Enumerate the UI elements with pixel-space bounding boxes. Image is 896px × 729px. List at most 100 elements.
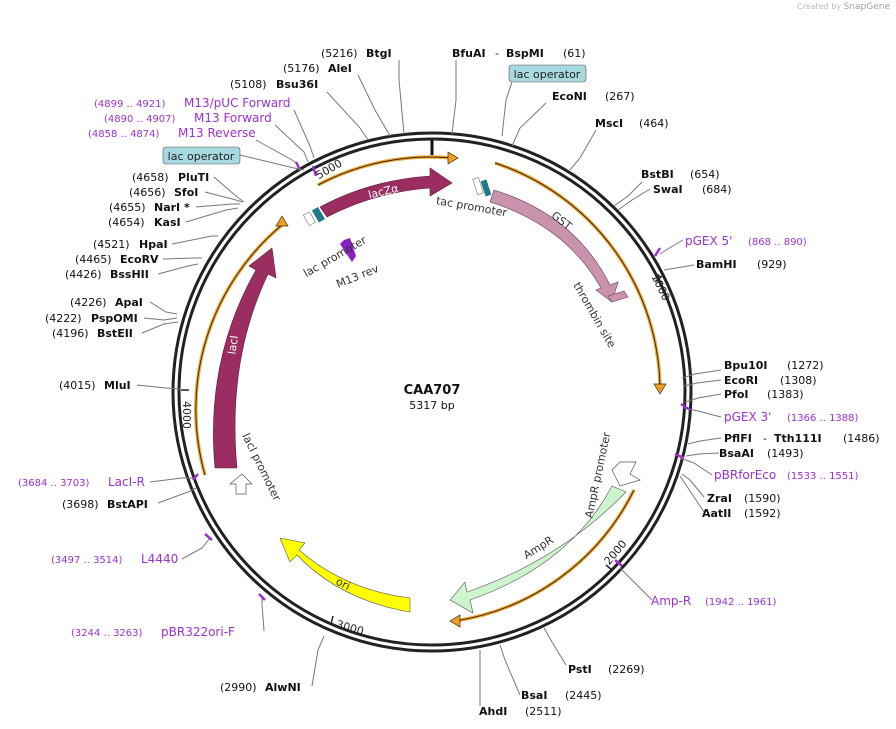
primer-name-pgex5[interactable]: pGEX 5' bbox=[685, 234, 732, 248]
feature-arrow-M13rev[interactable] bbox=[340, 238, 356, 262]
enzyme-name-ecori[interactable]: EcoRI bbox=[724, 374, 758, 387]
enzyme-name-bsai[interactable]: BsaI bbox=[521, 689, 547, 702]
enzyme-name-aatii[interactable]: AatII bbox=[702, 507, 731, 520]
snapgene-watermark: Created by SnapGene bbox=[797, 2, 890, 12]
enzyme-name-mlui[interactable]: MluI bbox=[104, 379, 131, 392]
lac-operator-label-top: lac operator bbox=[514, 68, 581, 81]
enzyme-name-pluti[interactable]: PluTI bbox=[178, 171, 209, 184]
enzyme-pos-bstapi: (3698) bbox=[62, 498, 99, 511]
primer-name-pbrforeco[interactable]: pBRforEco bbox=[714, 468, 776, 482]
watermark-brand: SnapGene bbox=[843, 2, 890, 12]
feature-label-ori: ori bbox=[334, 575, 353, 593]
enzyme-pos-apai: (4226) bbox=[70, 296, 107, 309]
enzyme-pos-pfoi: (1383) bbox=[767, 388, 804, 401]
enzyme-name-ahdi[interactable]: AhdI bbox=[479, 705, 507, 718]
feature-arrow-lac-promoter[interactable] bbox=[311, 206, 325, 223]
primer-name-laci-r[interactable]: LacI-R bbox=[108, 475, 145, 489]
enzyme-name-sfoi[interactable]: SfoI bbox=[174, 186, 198, 199]
primer-name-m13-forward[interactable]: M13 Forward bbox=[194, 111, 272, 125]
enzyme-pos-msci: (464) bbox=[639, 117, 669, 130]
enzyme-name-btgi[interactable]: BtgI bbox=[366, 47, 392, 60]
primer-pos-m13-forward: (4890 .. 4907) bbox=[104, 114, 176, 125]
enzyme-pos-ecorv: (4465) bbox=[75, 253, 112, 266]
primer-name-m13-reverse[interactable]: M13 Reverse bbox=[178, 126, 256, 140]
enzyme-pos-sfoi: (4656) bbox=[129, 186, 166, 199]
primer-pos-pgex5: (868 .. 890) bbox=[748, 237, 807, 248]
backbone-inner bbox=[177, 137, 687, 647]
primer-name-amp-r[interactable]: Amp-R bbox=[651, 594, 691, 608]
enzyme-name-bspmi[interactable]: BspMI bbox=[506, 47, 544, 60]
plasmid-name: CAA707 bbox=[404, 383, 461, 398]
enzyme-name-pspomi[interactable]: PspOMI bbox=[91, 312, 138, 325]
primer-pos-pgex3: (1366 .. 1388) bbox=[787, 413, 859, 424]
feature-arrow-lacI-promoter[interactable] bbox=[229, 473, 253, 495]
primer-pos-pbr322ori-f: (3244 .. 3263) bbox=[71, 628, 143, 639]
primer-name-l4440[interactable]: L4440 bbox=[141, 552, 178, 566]
primer-pos-amp-r: (1942 .. 1961) bbox=[705, 597, 777, 608]
primer-pos-m13puc-forward: (4899 .. 4921) bbox=[94, 99, 166, 110]
enzyme-pos-bfuai: (61) bbox=[563, 47, 586, 60]
enzyme-name-econi[interactable]: EcoNI bbox=[552, 90, 587, 103]
enzyme-pos-bsai: (2445) bbox=[565, 689, 602, 702]
enzyme-pos-econi: (267) bbox=[605, 90, 635, 103]
enzyme-pos-kasi: (4654) bbox=[108, 216, 145, 229]
enzyme-name-bsshii[interactable]: BssHII bbox=[110, 268, 149, 281]
svg-text:-: - bbox=[495, 47, 499, 60]
enzyme-name-bsu36i[interactable]: Bsu36I bbox=[276, 78, 318, 91]
primer-name-m13puc-forward[interactable]: M13/pUC Forward bbox=[184, 96, 291, 110]
primer-name-pbr322ori-f[interactable]: pBR322ori-F bbox=[161, 625, 235, 639]
feature-arrow-tac-promoter[interactable] bbox=[480, 179, 492, 197]
feature-arrow-AmpR[interactable] bbox=[449, 485, 627, 614]
enzyme-pos-pspomi: (4222) bbox=[45, 312, 82, 325]
enzyme-name-msci[interactable]: MscI bbox=[595, 117, 623, 130]
enzyme-name-hpai[interactable]: HpaI bbox=[139, 238, 168, 251]
feature-arrow-AmpR-promoter[interactable] bbox=[611, 461, 641, 487]
enzyme-name-pflfi[interactable]: PflFI bbox=[724, 432, 752, 445]
enzyme-pos-aatii: (1592) bbox=[744, 507, 781, 520]
primer-pos-m13-reverse: (4858 .. 4874) bbox=[88, 129, 160, 140]
lac-operator-box-left[interactable]: lac operator bbox=[162, 146, 241, 165]
enzyme-name-ecorv[interactable]: EcoRV bbox=[120, 253, 159, 266]
enzyme-name-nari[interactable]: NarI * bbox=[154, 201, 190, 214]
enzyme-pos-psti: (2269) bbox=[608, 663, 645, 676]
enzyme-name-bstbi[interactable]: BstBI bbox=[641, 168, 674, 181]
enzyme-name-alei[interactable]: AleI bbox=[328, 62, 352, 75]
enzyme-name-bpu10i[interactable]: Bpu10I bbox=[724, 359, 768, 372]
enzyme-name-bsteii[interactable]: BstEII bbox=[97, 327, 133, 340]
enzyme-name-zrai[interactable]: ZraI bbox=[707, 492, 732, 505]
feature-arrow-thrombin[interactable] bbox=[607, 290, 629, 303]
enzyme-pos-mlui: (4015) bbox=[59, 379, 96, 392]
enzyme-pos-bamhi: (929) bbox=[757, 258, 787, 271]
primer-pos-pbrforeco: (1533 .. 1551) bbox=[787, 471, 859, 482]
orf-arc-GST bbox=[494, 161, 662, 391]
feature-arrow-lacZa[interactable] bbox=[319, 167, 453, 218]
enzyme-name-alwni[interactable]: AlwNI bbox=[265, 681, 301, 694]
feature-arrow-ori[interactable] bbox=[279, 537, 411, 613]
enzyme-pos-nari: (4655) bbox=[109, 201, 146, 214]
enzyme-name-bsaai[interactable]: BsaAI bbox=[719, 447, 754, 460]
enzyme-name-bamhi[interactable]: BamHI bbox=[696, 258, 737, 271]
enzyme-name-swai[interactable]: SwaI bbox=[653, 183, 683, 196]
primer-name-pgex3[interactable]: pGEX 3' bbox=[724, 410, 771, 424]
enzyme-name-bfuai[interactable]: BfuAI bbox=[452, 47, 486, 60]
primer-pos-l4440: (3497 .. 3514) bbox=[51, 555, 123, 566]
enzyme-pos-hpai: (4521) bbox=[93, 238, 130, 251]
enzyme-pos-ecori: (1308) bbox=[780, 374, 817, 387]
feature-arrow-GST[interactable] bbox=[489, 189, 619, 303]
enzyme-name-bstapi[interactable]: BstAPI bbox=[107, 498, 148, 511]
enzyme-pos-pluti: (4658) bbox=[132, 171, 169, 184]
feature-arrow-lacI[interactable] bbox=[213, 247, 277, 469]
enzyme-pos-bstbi: (654) bbox=[690, 168, 720, 181]
enzyme-name-psti[interactable]: PstI bbox=[568, 663, 592, 676]
enzyme-pos-bsu36i: (5108) bbox=[230, 78, 267, 91]
enzyme-name-apai[interactable]: ApaI bbox=[115, 296, 143, 309]
lac-operator-box-top[interactable]: lac operator bbox=[508, 64, 587, 83]
enzyme-pos-zrai: (1590) bbox=[744, 492, 781, 505]
backbone-outer bbox=[171, 131, 693, 653]
enzyme-pos-alwni: (2990) bbox=[220, 681, 257, 694]
enzyme-name-tth111i[interactable]: Tth111I bbox=[774, 432, 822, 445]
enzyme-name-pfoi[interactable]: PfoI bbox=[724, 388, 749, 401]
watermark-prefix: Created by bbox=[797, 2, 842, 11]
enzyme-name-kasi[interactable]: KasI bbox=[154, 216, 181, 229]
